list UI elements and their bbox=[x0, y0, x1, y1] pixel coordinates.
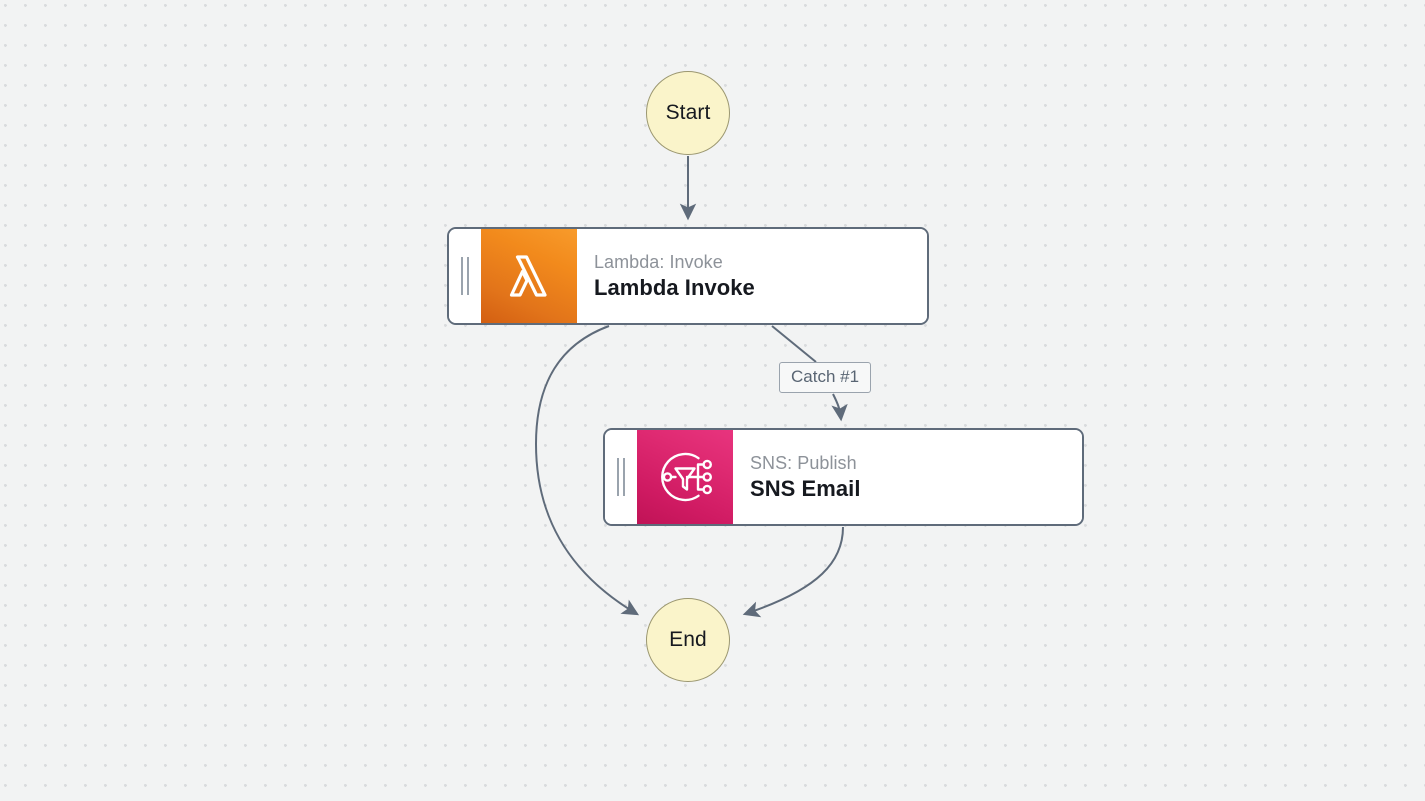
state-node-text: Lambda: Invoke Lambda Invoke bbox=[577, 229, 927, 323]
state-node-text: SNS: Publish SNS Email bbox=[733, 430, 1082, 524]
aws-lambda-icon bbox=[481, 229, 577, 323]
edge-catch-label-to-sns bbox=[831, 393, 848, 422]
state-node-title: SNS Email bbox=[750, 475, 861, 501]
drag-handle-bar bbox=[467, 257, 469, 295]
edge-sns-to-end bbox=[742, 526, 844, 618]
state-node-title: Lambda Invoke bbox=[594, 274, 755, 300]
aws-sns-icon bbox=[637, 430, 733, 524]
drag-handle-bar bbox=[623, 458, 625, 496]
state-node-subtitle: Lambda: Invoke bbox=[594, 251, 723, 272]
start-node-label: Start bbox=[665, 101, 711, 124]
start-node[interactable]: Start bbox=[646, 71, 730, 155]
state-node-sns-email[interactable]: SNS: Publish SNS Email bbox=[603, 428, 1084, 526]
edge-label-catch-1[interactable]: Catch #1 bbox=[779, 362, 872, 393]
drag-handle-icon[interactable] bbox=[449, 229, 481, 323]
edge-label-text: Catch #1 bbox=[791, 367, 860, 386]
drag-handle-bar bbox=[617, 458, 619, 496]
end-node-label: End bbox=[669, 628, 707, 651]
edge-lambda-to-catch-label bbox=[771, 325, 817, 363]
state-node-lambda-invoke[interactable]: Lambda: Invoke Lambda Invoke bbox=[447, 227, 929, 325]
drag-handle-icon[interactable] bbox=[605, 430, 637, 524]
end-node[interactable]: End bbox=[646, 598, 730, 682]
state-node-subtitle: SNS: Publish bbox=[750, 452, 857, 473]
drag-handle-bar bbox=[461, 257, 463, 295]
